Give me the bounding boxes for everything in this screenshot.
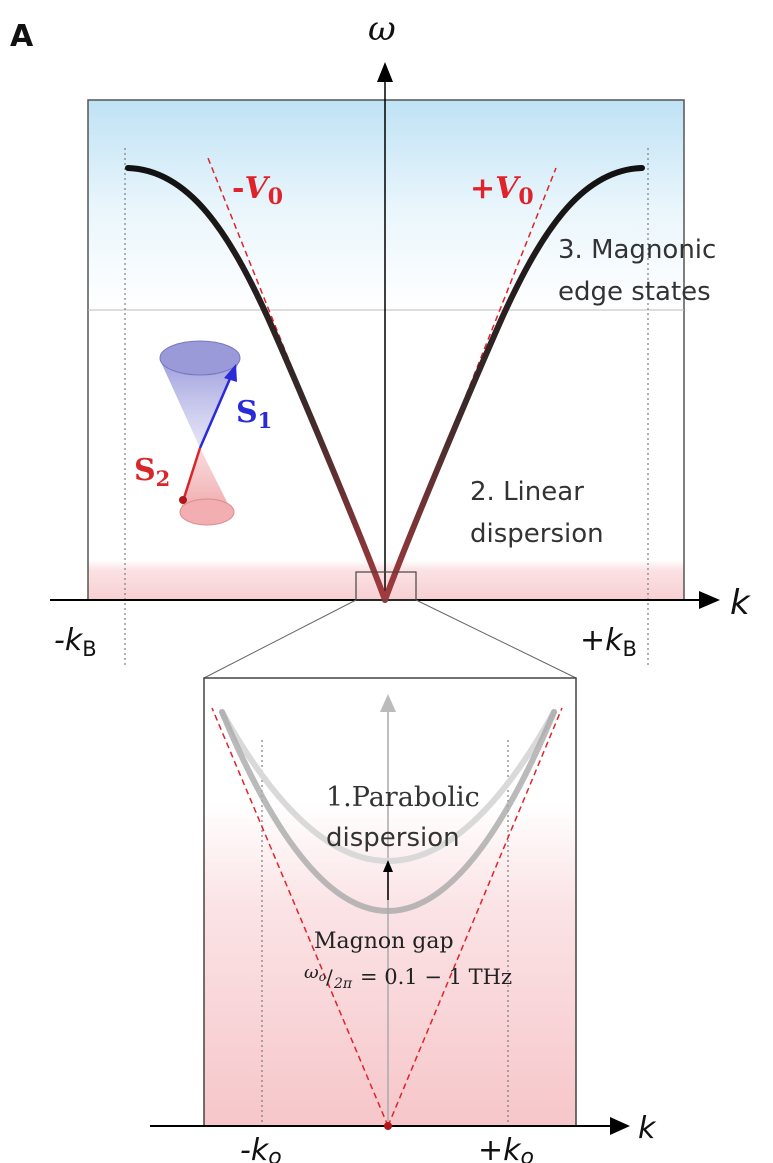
inset-origin-dot	[384, 1122, 392, 1130]
spin2-cone	[180, 448, 232, 512]
inset-panel: k -ko +ko 1.Parabolic dispersion Magnon …	[150, 677, 657, 1163]
spin1-arrowhead	[224, 364, 237, 382]
left-boundary-prefix: -k	[54, 623, 84, 658]
left-velocity-sub: 0	[268, 184, 283, 210]
spin2-sub: 2	[156, 466, 171, 491]
inset-right-k-prefix: +k	[478, 1133, 522, 1163]
k-axis-arrowhead	[699, 591, 720, 609]
region3-label-line1: 3. Magnonic	[558, 235, 716, 265]
gap-arrowhead	[383, 860, 393, 872]
left-velocity-symbol: V	[244, 171, 270, 206]
gap-formula-slash: /	[326, 965, 333, 989]
inset-k-arrowhead	[610, 1117, 630, 1135]
dispersion-curve-right	[382, 165, 645, 603]
spin1-cone-top	[159, 340, 241, 376]
inset-left-k-prefix: -k	[240, 1133, 270, 1163]
right-velocity-sub: 0	[518, 184, 533, 210]
left-boundary-sub: B	[82, 637, 96, 661]
omega-axis-arrowhead	[377, 62, 393, 82]
k-axis-label: k	[730, 583, 751, 623]
gap-formula: ωo / 2π = 0.1 − 1 THz	[304, 962, 512, 992]
right-boundary-sub: B	[623, 637, 637, 661]
gap-formula-denominator: 2π	[333, 976, 353, 992]
region1-label-line2: dispersion	[326, 823, 460, 853]
inset-panel-background	[203, 677, 577, 1127]
left-velocity-sign: -	[232, 171, 244, 206]
region2-label-line2: dispersion	[470, 519, 604, 549]
region1-label-line1: 1.Parabolic	[326, 782, 480, 813]
omega-axis-label: ω	[368, 9, 396, 49]
spin1-cone	[160, 360, 240, 448]
spin2-cone-bottom	[179, 498, 235, 526]
right-velocity-sign: +	[470, 171, 495, 206]
zoom-region-box	[355, 571, 417, 601]
right-velocity-label: +V0	[470, 171, 534, 210]
inset-omega-arrowhead	[380, 694, 396, 712]
right-boundary-label: +kB	[580, 623, 637, 661]
inset-right-k-label: +ko	[478, 1133, 534, 1163]
spin1-symbol: S	[236, 395, 258, 430]
gap-formula-numerator: ωo	[304, 962, 326, 984]
inset-k-axis-label: k	[638, 1111, 657, 1146]
gap-num-sub: o	[319, 970, 326, 984]
spin2-symbol: S	[134, 453, 156, 488]
parabola-lower	[219, 709, 557, 914]
main-panel: ω k -kB +kB -V0 +V0 3. Magnonic edge sta…	[50, 9, 751, 665]
inset-velocity-right	[387, 707, 563, 1127]
left-boundary-label: -kB	[54, 623, 97, 661]
spin1-vector	[198, 373, 234, 449]
inset-left-k-sub: o	[268, 1145, 281, 1163]
inset-velocity-left	[211, 707, 389, 1127]
spin-cones-illustration	[159, 340, 241, 526]
zoom-connector-right	[415, 599, 577, 679]
gap-title: Magnon gap	[314, 929, 454, 954]
spin2-tip	[179, 496, 187, 504]
dispersion-curve-left	[125, 165, 388, 603]
region3-label-line2: edge states	[558, 277, 711, 307]
inset-left-k-label: -ko	[240, 1133, 282, 1163]
spin1-sub: 1	[258, 408, 273, 433]
panel-label: A	[10, 19, 34, 54]
right-boundary-prefix: +k	[580, 623, 624, 658]
inset-right-k-sub: o	[521, 1145, 534, 1163]
gap-formula-rhs: = 0.1 − 1 THz	[360, 965, 512, 989]
spin1-label: S1	[236, 395, 272, 433]
spin2-label: S2	[134, 453, 170, 491]
region2-label-line1: 2. Linear	[470, 477, 584, 507]
right-velocity-symbol: V	[495, 171, 521, 206]
gap-num-symbol: ω	[304, 962, 319, 983]
zoom-connector-left	[203, 599, 357, 679]
spin2-vector	[182, 447, 202, 499]
left-velocity-label: -V0	[232, 171, 283, 210]
